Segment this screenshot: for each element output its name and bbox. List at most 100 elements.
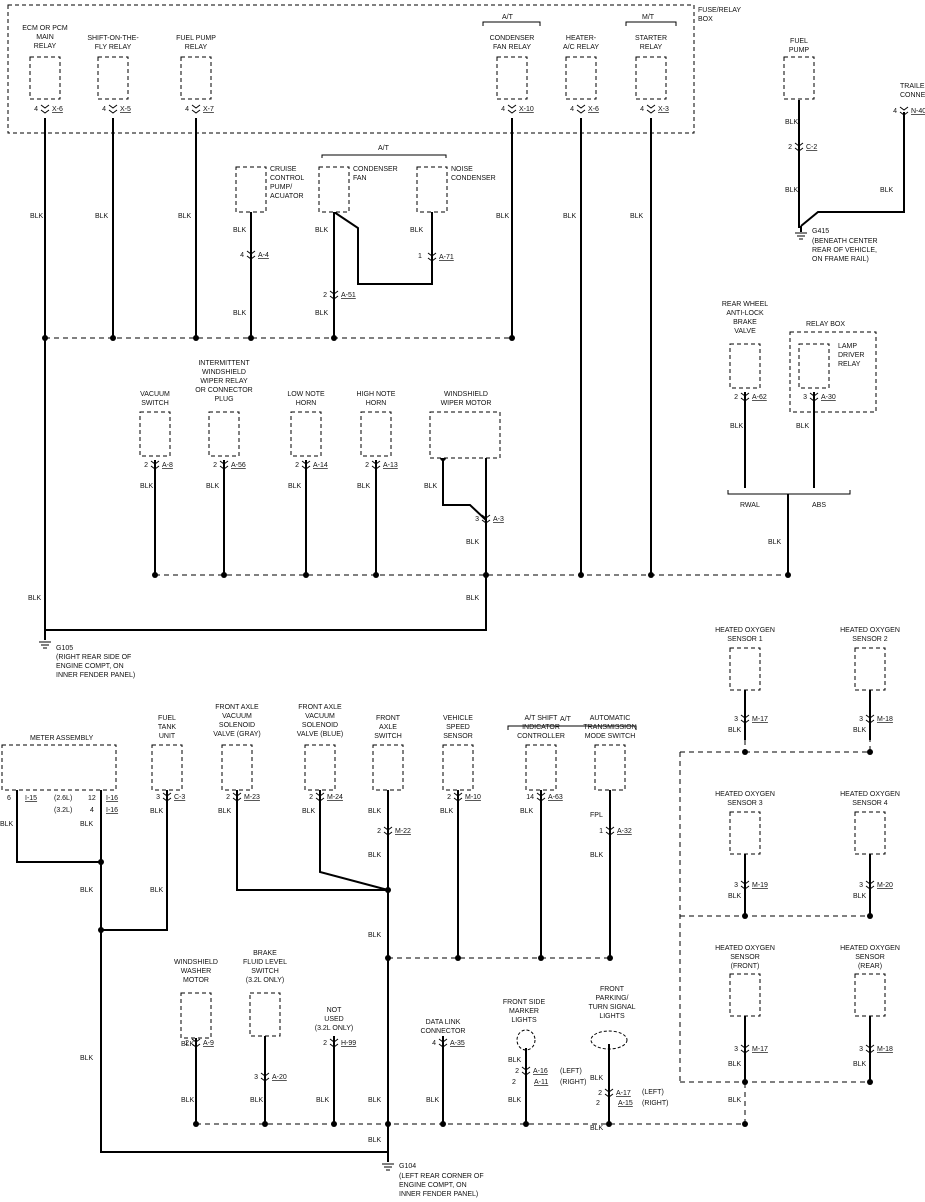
- wire-color-label: BLK: [590, 852, 604, 859]
- component-label: FAN RELAY: [493, 44, 531, 51]
- connector-id: M-24: [327, 794, 343, 801]
- connector-id: A-20: [272, 1074, 287, 1081]
- wire-color-label: BLK: [785, 119, 799, 126]
- component-label: PLUG: [214, 396, 233, 403]
- fuse-relay-box: [7, 4, 695, 134]
- wire-color-label: BLK: [250, 1097, 264, 1104]
- connector-id: X-3: [658, 106, 669, 113]
- component-label: BRAKE: [253, 950, 277, 957]
- connector-id: A-13: [383, 462, 398, 469]
- pin-number: 2: [144, 462, 148, 469]
- connector-id: M-20: [877, 882, 893, 889]
- connector-id: M-18: [877, 1046, 893, 1053]
- component-label: STARTER: [635, 35, 667, 42]
- fuel-pump-relay-box: [180, 56, 212, 100]
- wire-color-label: BLK: [880, 187, 894, 194]
- pin-number: 3: [475, 516, 479, 523]
- component-label: SOLENOID: [219, 722, 255, 729]
- component-label: DATA LINK: [426, 1019, 461, 1026]
- component-label: HEATED OXYGEN: [715, 627, 775, 634]
- wire-color-label: BLK: [150, 808, 164, 815]
- component-label: SENSOR 1: [727, 636, 763, 643]
- wire-color-label: BLK: [590, 1075, 604, 1082]
- component-label: A/C RELAY: [563, 44, 599, 51]
- connector-id: M-19: [752, 882, 768, 889]
- pin-number: 14: [526, 794, 534, 801]
- pin-number: 2: [377, 828, 381, 835]
- pin-number: 2: [365, 462, 369, 469]
- component-label: (3.2L ONLY): [315, 1025, 354, 1032]
- component-label: CRUISE: [270, 166, 297, 173]
- wire-color-label: BLK: [218, 808, 232, 815]
- meter-pin-b: 12: [88, 795, 96, 802]
- connector-id: X-10: [519, 106, 534, 113]
- connector-id: A-16: [533, 1068, 548, 1075]
- component-label: FRONT AXLE: [215, 704, 259, 711]
- component-label: CONDENSER: [353, 166, 398, 173]
- pin-number: 3: [254, 1074, 258, 1081]
- component-label: FLUID LEVEL: [243, 959, 287, 966]
- component-label: FRONT AXLE: [298, 704, 342, 711]
- component-label: SENSOR 3: [727, 800, 763, 807]
- component-label: MODE SWITCH: [585, 733, 636, 740]
- component-label: INDICATOR: [522, 724, 560, 731]
- pin-number: 3: [734, 882, 738, 889]
- wire-color-label: BLK: [28, 595, 42, 602]
- component-label: LOW NOTE: [287, 391, 325, 398]
- connector-id: A-14: [313, 462, 328, 469]
- wire-color-label: BLK: [316, 1097, 330, 1104]
- component-label: VEHICLE: [443, 715, 473, 722]
- connector-symbol: [427, 252, 437, 262]
- wire-color-label: BLK: [728, 727, 742, 734]
- pin-number: 4: [501, 106, 505, 113]
- component-label: PUMP: [789, 47, 810, 54]
- noise-condenser-box: [416, 166, 448, 213]
- connector-symbol: [329, 290, 339, 300]
- wire-color-label: BLK: [853, 893, 867, 900]
- brace-mt: M/T: [625, 14, 677, 26]
- ho2s1-box: [729, 647, 761, 691]
- wire-color-label: BLK: [178, 213, 192, 220]
- connector-symbol: [191, 1038, 201, 1048]
- wire-color-label: BLK: [728, 893, 742, 900]
- component-label: HEATED OXYGEN: [840, 627, 900, 634]
- component-label: SWITCH: [374, 733, 402, 740]
- vss-box: [442, 744, 474, 791]
- fuse-relay-box-title: FUSE/RELAY: [698, 7, 741, 14]
- component-label: INTERMITTENT: [198, 360, 250, 367]
- connector-symbol: [108, 104, 118, 114]
- wire-color-label: BLK: [508, 1057, 522, 1064]
- wire-color-label: BLK: [357, 483, 371, 490]
- component-label: MAIN: [36, 34, 54, 41]
- connector-symbol: [453, 792, 463, 802]
- component-label: WINDSHIELD: [444, 391, 488, 398]
- component-label: FLY RELAY: [95, 44, 132, 51]
- wires: [16, 100, 905, 1162]
- component-label: TANK: [158, 724, 176, 731]
- wire-color-label: BLK: [181, 1041, 195, 1048]
- component-label: LAMP: [838, 343, 857, 350]
- connector-id: A-17: [616, 1090, 631, 1097]
- svg-text:A/T: A/T: [502, 14, 514, 21]
- svg-text:G104: G104: [399, 1163, 416, 1170]
- component-label: SOLENOID: [302, 722, 338, 729]
- connector-symbol: [604, 1088, 614, 1098]
- wire-color-label: BLK: [520, 808, 534, 815]
- connector-id: X-6: [52, 106, 63, 113]
- component-label: VACUUM: [305, 713, 335, 720]
- pin-number: 3: [859, 716, 863, 723]
- meter-eng-b: (3.2L): [54, 807, 72, 814]
- component-label: USED: [324, 1016, 343, 1023]
- pin-number: 2: [598, 1090, 602, 1097]
- component-label: SENSOR: [855, 954, 885, 961]
- park-turn-conn-2: A-15: [618, 1100, 633, 1107]
- wire-color-label: BLK: [440, 808, 454, 815]
- washer-motor-box: [180, 992, 212, 1039]
- pin-number: 3: [156, 794, 160, 801]
